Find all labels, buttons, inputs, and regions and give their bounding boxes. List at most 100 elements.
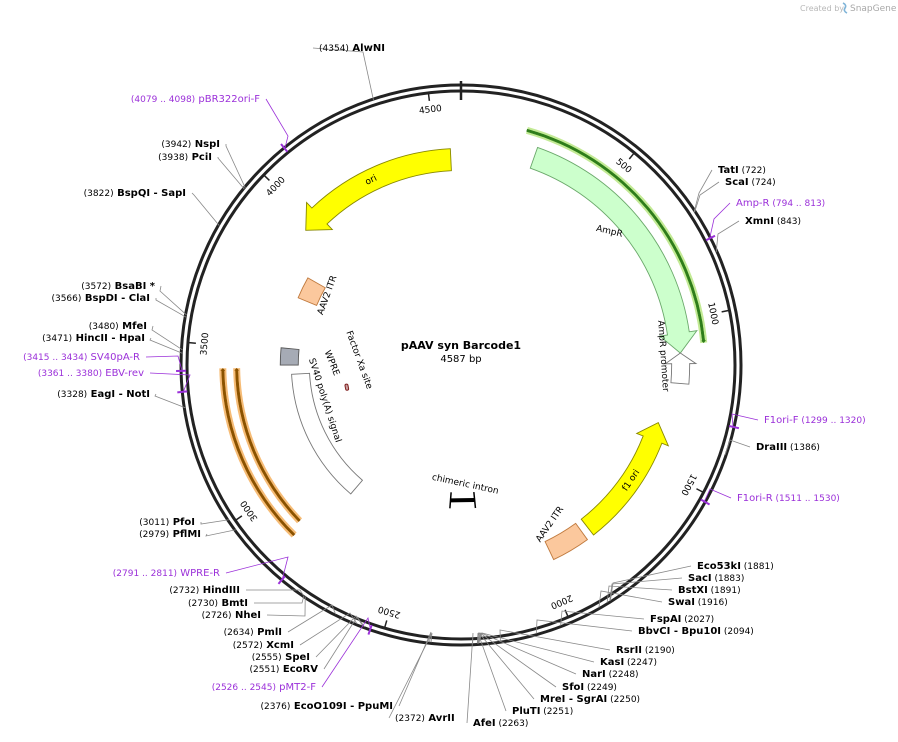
- site-label-ecorv: (2551) EcoRV: [250, 664, 319, 675]
- leader-bbvci-bpu10i: [535, 619, 633, 634]
- orf-arrows: [219, 126, 708, 538]
- feature-label-ampr-promoter: AmpR promoter: [655, 320, 670, 392]
- site-label-bstxi: BstXI (1891): [678, 585, 741, 596]
- credit-text: Created by: [800, 4, 844, 13]
- tick-label-1000: 1000: [705, 302, 719, 327]
- tick-1000: [721, 309, 729, 313]
- primer-mark-f1ori-f: [728, 425, 740, 430]
- snapgene-logo-text: SnapGene: [850, 4, 897, 14]
- tick-1500: [696, 488, 704, 493]
- site-label-nari: NarI (2248): [582, 669, 639, 680]
- feature-label-factor-xa-site: Factor Xa site: [343, 330, 373, 391]
- leader-bmti: [254, 595, 305, 604]
- tick-3500: [188, 341, 196, 345]
- primer-label-amp-r: Amp-R (794 .. 813): [736, 198, 825, 209]
- leader-pfoi: [200, 519, 229, 525]
- primer-mark-ebv-rev: [177, 390, 188, 394]
- primer-label-f1ori-r: F1ori-R (1511 .. 1530): [737, 493, 840, 504]
- site-label-mfei: (3480) MfeI: [89, 321, 147, 332]
- snapgene-credit: Created by SnapGene: [800, 2, 897, 14]
- plasmid-length: 4587 bp: [440, 354, 481, 365]
- tick-label-2000: 2000: [549, 592, 574, 610]
- site-label-ecoo109i-ppumi: (2376) EcoO109I - PpuMI: [260, 701, 393, 712]
- site-label-tati: TatI (722): [718, 165, 766, 176]
- orf-barcode-inner: [233, 367, 303, 524]
- primer-mark-wpre-r: [277, 575, 286, 585]
- site-label-bspqi-sapi: (3822) BspQI - SapI: [84, 188, 186, 199]
- leader-bsabi: [159, 285, 187, 316]
- site-label-saci: SacI (1883): [688, 573, 744, 584]
- primer-label-sv40pa-r: (3415 .. 3434) SV40pA-R: [23, 352, 140, 363]
- tick-4500: [427, 93, 431, 101]
- primer-mark-pmt2-f: [367, 624, 373, 635]
- feature-aav2-itr-left: [297, 277, 326, 306]
- site-label-mrei-sgrai: MreI - SgrAI (2250): [540, 694, 640, 705]
- site-label-pmli: (2634) PmlI: [224, 627, 282, 638]
- site-label-pluti: PluTI (2251): [512, 706, 573, 717]
- feature-label-wpre: WPRE: [322, 349, 341, 377]
- leader-saci: [609, 577, 683, 602]
- leader-eagi-noti: [154, 393, 186, 409]
- primer-mark-f1ori-r: [700, 498, 711, 506]
- site-labels: (4354) AlwNI(3942) NspI(3938) PciI(3822)…: [42, 43, 820, 729]
- leader-bstxi: [606, 585, 673, 603]
- feature-aav2-itr-right: [544, 522, 589, 561]
- tick-4000: [263, 175, 270, 181]
- leader-afei: [466, 632, 474, 724]
- primer-label-pbr322ori-f: (4079 .. 4098) pBR322ori-F: [131, 94, 260, 105]
- leader-pmli: [287, 604, 336, 633]
- leader-hincii-hpai: [149, 337, 183, 354]
- site-label-xmni: XmnI (843): [745, 216, 801, 227]
- site-label-rsrii: RsrII (2190): [616, 645, 675, 656]
- leader-swai: [598, 590, 663, 608]
- primer-mark-amp-r: [705, 234, 716, 242]
- feature-ampr-promoter: [663, 352, 698, 385]
- primer-mark-pbr322ori-f: [280, 143, 289, 153]
- leader-mrei-sgrai: [477, 632, 535, 700]
- primer-marks: [176, 143, 740, 635]
- tick-label-3500: 3500: [199, 332, 211, 356]
- site-label-xcmi: (2572) XcmI: [233, 640, 294, 651]
- primer-label-wpre-r: (2791 .. 2811) WPRE-R: [113, 568, 220, 579]
- feature-factor-xa-site: [344, 383, 350, 391]
- tick-500: [628, 153, 635, 160]
- site-label-fspai: FspAI (2027): [650, 614, 714, 625]
- tick-2500: [384, 620, 388, 628]
- snapgene-logo-icon: [842, 2, 848, 14]
- primer-label-ebv-rev: (3361 .. 3380) EBV-rev: [38, 368, 144, 379]
- site-label-bbvci-bpu10i: BbvCI - Bpu10I (2094): [638, 626, 754, 637]
- feature-chimeric-intron: [449, 492, 477, 509]
- site-label-bspdi-clai: (3566) BspDI - ClaI: [51, 293, 150, 304]
- site-label-nspi: (3942) NspI: [161, 139, 220, 150]
- leader-pluti: [476, 632, 507, 712]
- feature-sv40-poly-a-signal: [279, 347, 300, 366]
- site-label-spei: (2555) SpeI: [252, 652, 310, 663]
- leader-rsrii: [499, 629, 611, 651]
- site-label-eco53ki: Eco53kI (1881): [697, 561, 774, 572]
- site-label-pfoi: (3011) PfoI: [139, 517, 195, 528]
- primer-label-f1ori-f: F1ori-F (1299 .. 1320): [764, 415, 866, 426]
- leader-ecoo109i-ppumi: [398, 631, 432, 707]
- leader-hindiii: [246, 589, 304, 596]
- primer-labels: (4079 .. 4098) pBR322ori-F Amp-R (794 .. …: [23, 94, 866, 693]
- tick-label-2500: 2500: [377, 603, 402, 619]
- site-label-nhei: (2726) NheI: [202, 610, 261, 621]
- feature-wpre: [291, 372, 364, 495]
- leader-scai: [694, 181, 720, 213]
- leader-ebv-rev: [149, 372, 191, 392]
- feature-label-chimeric-intron: chimeric intron: [431, 473, 500, 497]
- leader-pcii: [217, 157, 245, 190]
- leader-pbr322ori-f: [265, 98, 289, 149]
- leader-draiii: [724, 439, 751, 455]
- feature-f1-ori: [580, 421, 670, 536]
- leader-pflmi: [205, 529, 236, 537]
- site-label-bmti: (2730) BmtI: [188, 598, 248, 609]
- leader-avrii: [388, 632, 433, 719]
- leader-tati: [693, 169, 713, 212]
- site-label-hincii-hpai: (3471) HincII - HpaI: [42, 333, 145, 344]
- site-label-hindiii: (2732) HindIII: [169, 585, 240, 596]
- site-label-kasi: KasI (2247): [600, 657, 657, 668]
- leader-kasi: [478, 632, 595, 663]
- site-label-afei: AfeI (2263): [473, 718, 528, 729]
